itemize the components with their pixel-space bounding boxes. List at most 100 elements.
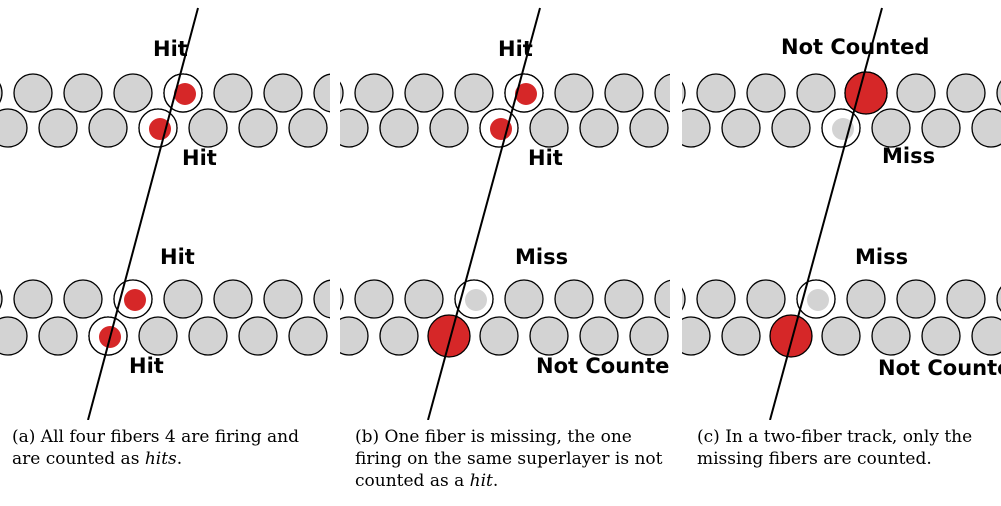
fiber-layer-2 bbox=[340, 279, 670, 356]
label-layer-2-top: Miss bbox=[855, 245, 908, 269]
caption-a-suffix: . bbox=[176, 449, 183, 469]
caption-b-suffix: . bbox=[492, 471, 499, 491]
hit-dot bbox=[149, 118, 171, 140]
miss-dot bbox=[465, 289, 487, 311]
fiber bbox=[238, 316, 278, 356]
fiber bbox=[379, 108, 419, 148]
fiber bbox=[163, 279, 203, 319]
fiber bbox=[529, 108, 569, 148]
fiber bbox=[682, 108, 711, 148]
fiber bbox=[896, 73, 936, 113]
fiber bbox=[404, 73, 444, 113]
hit-dot bbox=[124, 289, 146, 311]
track-line bbox=[769, 7, 883, 420]
fiber bbox=[288, 316, 328, 356]
label-layer-1-top: Hit bbox=[153, 37, 188, 61]
fiber bbox=[340, 316, 369, 356]
fiber bbox=[604, 279, 644, 319]
fiber bbox=[696, 73, 736, 113]
hit-dot bbox=[515, 83, 537, 105]
fiber bbox=[379, 316, 419, 356]
fiber bbox=[721, 108, 761, 148]
fiber bbox=[113, 73, 153, 113]
fiber bbox=[0, 108, 28, 148]
fiber bbox=[654, 279, 670, 319]
fiber bbox=[213, 73, 253, 113]
fiber bbox=[340, 108, 369, 148]
label-layer-1-bottom: Hit bbox=[182, 146, 217, 170]
fiber-layer-1 bbox=[682, 71, 1001, 148]
fiber bbox=[313, 279, 330, 319]
miss-dot bbox=[807, 289, 829, 311]
fiber bbox=[721, 316, 761, 356]
fiber bbox=[479, 316, 519, 356]
label-layer-2-top: Miss bbox=[515, 245, 568, 269]
fiber bbox=[354, 73, 394, 113]
fiber bbox=[746, 73, 786, 113]
fiber bbox=[263, 73, 303, 113]
fiber bbox=[629, 316, 669, 356]
fiber bbox=[554, 73, 594, 113]
label-layer-1-top: Not Counted bbox=[781, 35, 929, 59]
fiber bbox=[696, 279, 736, 319]
caption-a-em: hits bbox=[144, 449, 177, 469]
track-line bbox=[87, 7, 199, 420]
fiber bbox=[38, 108, 78, 148]
fiber bbox=[340, 287, 344, 311]
fiber bbox=[0, 83, 3, 103]
fiber bbox=[213, 279, 253, 319]
fiber bbox=[629, 108, 669, 148]
label-layer-2-top: Hit bbox=[160, 245, 195, 269]
fiber bbox=[682, 287, 686, 311]
fiber bbox=[971, 108, 1001, 148]
fiber bbox=[238, 108, 278, 148]
fiber bbox=[654, 73, 670, 113]
fiber bbox=[996, 286, 1001, 312]
fiber bbox=[996, 80, 1001, 106]
fiber bbox=[554, 279, 594, 319]
fiber bbox=[921, 316, 961, 356]
hit-dot bbox=[174, 83, 196, 105]
fiber bbox=[263, 279, 303, 319]
fiber bbox=[896, 279, 936, 319]
fiber-counted-filled bbox=[427, 314, 471, 358]
label-layer-1-bottom: Miss bbox=[882, 144, 935, 168]
fiber bbox=[529, 316, 569, 356]
fiber bbox=[971, 316, 1001, 356]
caption-c: (c) In a two-fiber track, only the missi… bbox=[697, 426, 1001, 470]
fiber bbox=[821, 316, 861, 356]
fiber bbox=[0, 289, 3, 309]
label-layer-2-bottom: Not Counted bbox=[536, 354, 684, 378]
fiber-counted-filled bbox=[844, 71, 888, 115]
caption-a-text: (a) All four fibers 4 are firing and are… bbox=[12, 427, 299, 469]
fiber bbox=[13, 279, 53, 319]
fiber bbox=[138, 316, 178, 356]
fiber bbox=[871, 108, 911, 148]
caption-b-text: (b) One fiber is missing, the one firing… bbox=[355, 427, 663, 491]
fiber bbox=[604, 73, 644, 113]
fiber bbox=[354, 279, 394, 319]
fiber bbox=[504, 279, 544, 319]
caption-b-em: hit bbox=[469, 471, 493, 491]
fiber bbox=[871, 316, 911, 356]
fiber bbox=[63, 279, 103, 319]
fiber bbox=[921, 108, 961, 148]
fiber bbox=[682, 81, 686, 105]
fiber bbox=[746, 279, 786, 319]
track-line bbox=[427, 7, 541, 420]
fiber bbox=[188, 108, 228, 148]
label-layer-2-bottom: Not Counted bbox=[878, 356, 1001, 380]
caption-b: (b) One fiber is missing, the one firing… bbox=[355, 426, 665, 492]
fiber bbox=[340, 81, 344, 105]
fiber bbox=[796, 73, 836, 113]
fiber bbox=[188, 316, 228, 356]
fiber bbox=[579, 108, 619, 148]
label-layer-1-bottom: Hit bbox=[528, 146, 563, 170]
fiber bbox=[38, 316, 78, 356]
fiber bbox=[771, 108, 811, 148]
fiber bbox=[579, 316, 619, 356]
